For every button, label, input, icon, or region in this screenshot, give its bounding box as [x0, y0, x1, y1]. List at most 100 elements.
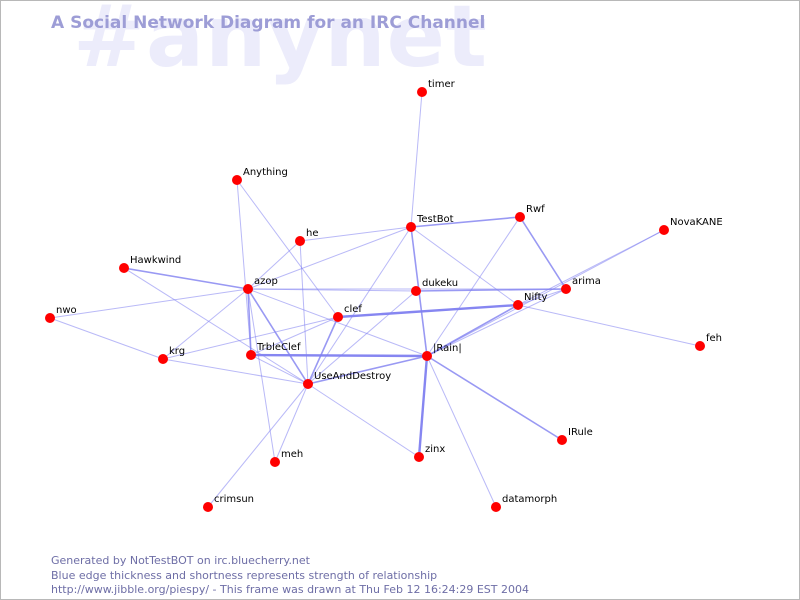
node-dot-nwo[interactable] [45, 313, 55, 323]
edge-useanddestroy-crimsun [207, 383, 309, 508]
edge-azop-useanddestroy [247, 288, 309, 385]
edge-dukeku-useanddestroy [307, 290, 417, 385]
node-dot-irule[interactable] [557, 435, 567, 445]
node-trbleclef[interactable]: TrbleClef [246, 342, 301, 360]
edge-rwf-rain [426, 216, 521, 357]
edge-krg-useanddestroy [162, 358, 309, 385]
node-dot-krg[interactable] [158, 354, 168, 364]
node-dot-anything[interactable] [232, 175, 242, 185]
edge-clef-krg [162, 316, 339, 360]
node-azop[interactable]: azop [243, 276, 278, 294]
edge-dukeku-arima [415, 288, 567, 292]
edge-hawkwind-azop [123, 267, 249, 290]
edge-rain-irule [426, 355, 563, 441]
node-dot-timer[interactable] [417, 87, 427, 97]
node-dot-useanddestroy[interactable] [303, 379, 313, 389]
node-label-meh: meh [281, 449, 303, 460]
node-dot-meh[interactable] [270, 457, 280, 467]
footer-generated-by: Generated by NotTestBOT on irc.bluecherr… [51, 554, 310, 567]
node-label-dukeku: dukeku [422, 278, 458, 289]
node-dot-testbot[interactable] [406, 222, 416, 232]
edge-trbleclef-useanddestroy [250, 354, 309, 385]
edge-testbot-azop [247, 226, 412, 290]
node-dot-datamorph[interactable] [491, 502, 501, 512]
node-dot-clef[interactable] [333, 312, 343, 322]
node-label-azop: azop [254, 276, 278, 287]
node-novakane[interactable]: NovaKANE [659, 217, 723, 235]
edge-rain-datamorph [426, 355, 497, 508]
node-rwf[interactable]: Rwf [515, 204, 545, 222]
edge-testbot-nifty [410, 226, 519, 306]
edge-azop-rain [247, 288, 428, 357]
node-label-nwo: nwo [56, 305, 77, 316]
edge-anything-trbleclef [236, 179, 252, 356]
node-dot-he[interactable] [295, 236, 305, 246]
node-datamorph[interactable]: datamorph [491, 494, 557, 512]
node-dot-nifty[interactable] [513, 300, 523, 310]
edge-clef-useanddestroy [307, 316, 339, 385]
node-rain[interactable]: |Rain| [422, 343, 462, 361]
node-label-trbleclef: TrbleClef [256, 342, 301, 353]
node-label-datamorph: datamorph [502, 494, 557, 505]
node-crimsun[interactable]: crimsun [203, 494, 254, 512]
node-zinx[interactable]: zinx [414, 444, 445, 462]
node-label-he: he [306, 228, 319, 239]
node-arima[interactable]: arima [561, 276, 601, 294]
edge-he-useanddestroy [299, 240, 309, 385]
node-dot-feh[interactable] [695, 341, 705, 351]
node-clef[interactable]: clef [333, 304, 362, 322]
node-meh[interactable]: meh [270, 449, 303, 467]
node-label-crimsun: crimsun [214, 494, 254, 505]
node-dot-azop[interactable] [243, 284, 253, 294]
edge-hawkwind-useanddestroy [123, 267, 309, 385]
node-dot-novakane[interactable] [659, 225, 669, 235]
node-useanddestroy[interactable]: UseAndDestroy [303, 371, 391, 389]
footer-legend-note: Blue edge thickness and shortness repres… [51, 568, 438, 582]
edge-testbot-rwf [410, 216, 521, 228]
node-testbot[interactable]: TestBot [406, 214, 454, 232]
node-dot-rain[interactable] [422, 351, 432, 361]
node-dukeku[interactable]: dukeku [411, 278, 458, 296]
node-dot-rwf[interactable] [515, 212, 525, 222]
edge-trbleclef-rain [250, 353, 428, 358]
channel-watermark: #anynet [73, 0, 489, 87]
node-nwo[interactable]: nwo [45, 305, 77, 323]
edge-useanddestroy-zinx [307, 383, 420, 458]
node-timer[interactable]: timer [417, 79, 456, 97]
edge-testbot-useanddestroy [307, 226, 412, 385]
edge-nwo-krg [49, 317, 164, 360]
node-dot-hawkwind[interactable] [119, 263, 129, 273]
node-irule[interactable]: IRule [557, 427, 593, 445]
node-krg[interactable]: krg [158, 346, 185, 364]
edge-testbot-he [299, 226, 412, 242]
edge-nifty-rain [426, 304, 519, 357]
edge-azop-trbleclef [247, 288, 252, 356]
node-nifty[interactable]: Nifty [513, 292, 548, 310]
node-dot-crimsun[interactable] [203, 502, 213, 512]
node-label-krg: krg [169, 346, 185, 357]
node-label-nifty: Nifty [524, 292, 548, 303]
node-he[interactable]: he [295, 228, 319, 246]
footer-source-link[interactable]: http://www.jibble.org/piespy/ - This fra… [51, 583, 530, 596]
node-dot-arima[interactable] [561, 284, 571, 294]
node-label-feh: feh [706, 333, 722, 344]
edge-useanddestroy-meh [274, 383, 309, 463]
edge-clef-trbleclef [250, 316, 339, 356]
edge-nifty-feh [517, 304, 701, 347]
node-hawkwind[interactable]: Hawkwind [119, 255, 181, 273]
node-label-rwf: Rwf [526, 204, 545, 215]
node-feh[interactable]: feh [695, 333, 722, 351]
edge-timer-testbot [410, 91, 423, 228]
node-dot-dukeku[interactable] [411, 286, 421, 296]
node-dot-trbleclef[interactable] [246, 350, 256, 360]
node-dot-zinx[interactable] [414, 452, 424, 462]
diagram-title: A Social Network Diagram for an IRC Chan… [51, 13, 486, 33]
edge-rwf-arima [519, 216, 567, 290]
edge-useanddestroy-rain [307, 355, 428, 385]
node-label-irule: IRule [568, 427, 593, 438]
node-label-timer: timer [428, 79, 456, 90]
node-anything[interactable]: Anything [232, 167, 288, 185]
footer: Generated by NotTestBOT on irc.bluecherr… [51, 554, 529, 598]
